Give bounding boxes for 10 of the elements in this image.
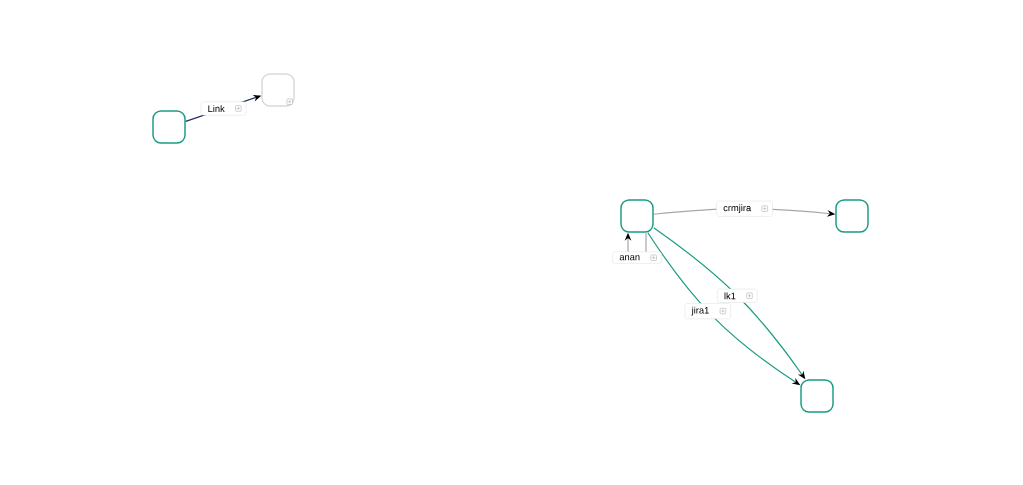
node-box bbox=[261, 73, 295, 107]
node-box bbox=[152, 110, 186, 144]
node-box bbox=[800, 379, 834, 413]
edge-label: Link bbox=[200, 101, 247, 116]
edge-label: lk1 bbox=[717, 288, 758, 303]
edge-label: anan bbox=[612, 251, 662, 264]
edge-label: crmjira bbox=[716, 200, 773, 217]
edge-label: jira1 bbox=[684, 303, 731, 320]
node-box bbox=[620, 199, 654, 233]
node-box bbox=[835, 199, 869, 233]
